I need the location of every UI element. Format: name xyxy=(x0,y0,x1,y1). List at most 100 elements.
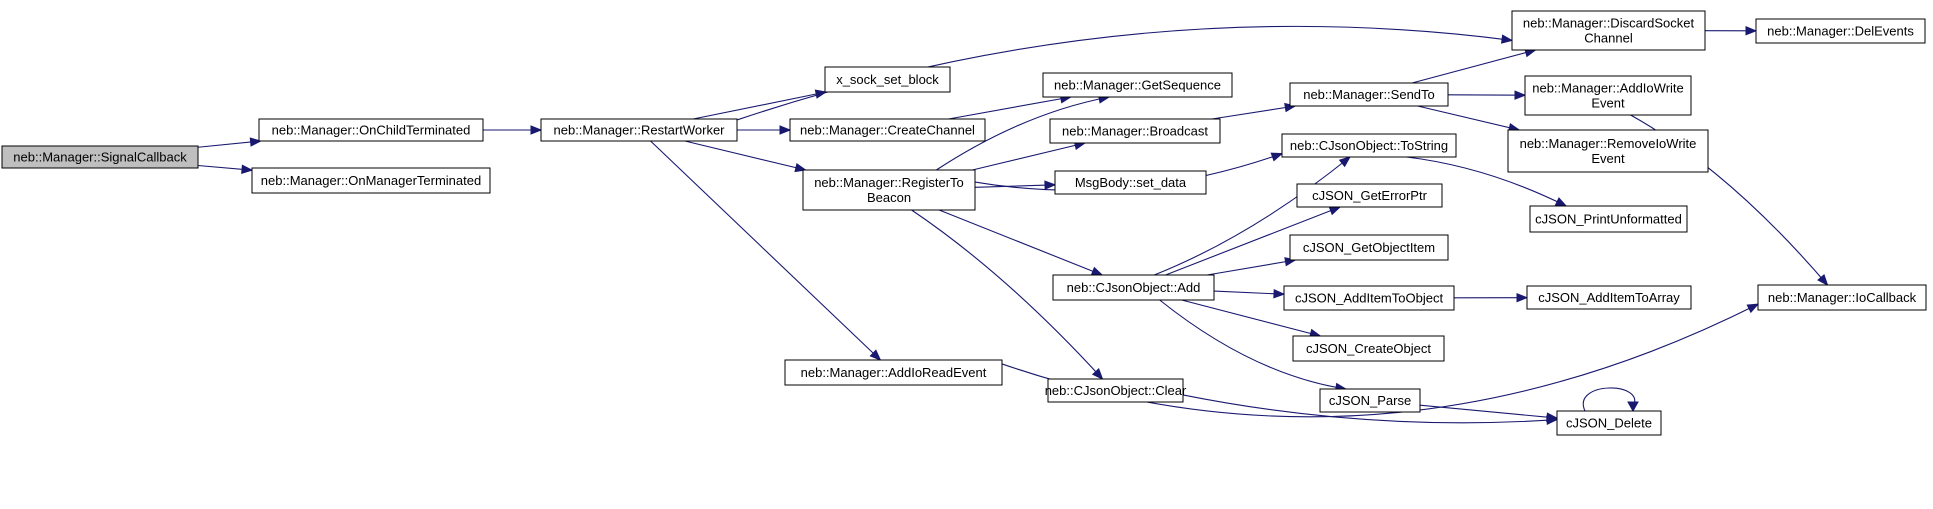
node-label: cJSON_PrintUnformatted xyxy=(1535,212,1682,227)
node-label: neb::Manager::AddIoReadEvent xyxy=(801,365,987,380)
edge-restart-to-register xyxy=(684,140,806,171)
edge-arrowhead xyxy=(1817,273,1829,287)
node-box[interactable] xyxy=(1319,388,1421,413)
node-label: neb::Manager::Broadcast xyxy=(1062,124,1208,139)
edge-arrowhead xyxy=(530,125,543,135)
edge-broadcast-to-sendto xyxy=(1211,105,1296,120)
node-box[interactable] xyxy=(1524,75,1692,116)
edge-parse-to-delete xyxy=(1419,404,1558,419)
node-jadd[interactable]: neb::CJsonObject::Add xyxy=(1052,274,1215,301)
node-onmanager[interactable]: neb::Manager::OnManagerTerminated xyxy=(251,167,491,194)
edge-arrowhead xyxy=(1338,156,1351,168)
edge-jadd-to-geterr xyxy=(1165,206,1341,276)
edge-arrowhead xyxy=(1627,401,1639,413)
node-label: cJSON_AddItemToObject xyxy=(1295,291,1444,306)
node-box[interactable] xyxy=(251,167,491,194)
node-label: neb::Manager::SignalCallback xyxy=(13,150,187,165)
node-box[interactable] xyxy=(1507,129,1709,173)
edge-jadd-to-additemobj xyxy=(1213,290,1285,295)
node-sendto[interactable]: neb::Manager::SendTo xyxy=(1289,82,1449,107)
node-label: cJSON_Parse xyxy=(1329,393,1411,408)
node-label: neb::Manager::SendTo xyxy=(1303,87,1435,102)
edge-jadd-to-tostring xyxy=(1154,156,1351,276)
edge-tostring-to-printunf xyxy=(1406,156,1567,207)
node-label: Channel xyxy=(1584,31,1633,46)
node-box[interactable] xyxy=(824,66,951,93)
edge-sendto-to-removeiowrite xyxy=(1417,105,1520,131)
node-label: x_sock_set_block xyxy=(836,72,939,87)
node-box[interactable] xyxy=(258,118,484,142)
node-delevents[interactable]: neb::Manager::DelEvents xyxy=(1755,18,1926,44)
node-label: neb::Manager::RestartWorker xyxy=(554,123,726,138)
node-label: neb::Manager::RegisterTo xyxy=(814,175,964,190)
node-box[interactable] xyxy=(1556,410,1662,436)
node-box[interactable] xyxy=(1054,170,1207,195)
node-box[interactable] xyxy=(1526,285,1692,310)
edge-arrowhead xyxy=(241,164,254,174)
node-label: cJSON_GetObjectItem xyxy=(1303,240,1435,255)
node-printunf[interactable]: cJSON_PrintUnformatted xyxy=(1529,205,1688,233)
node-box[interactable] xyxy=(1755,18,1926,44)
node-label: neb::Manager::GetSequence xyxy=(1054,78,1221,93)
node-addioread[interactable]: neb::Manager::AddIoReadEvent xyxy=(784,359,1003,386)
edge-arrowhead xyxy=(1514,90,1527,100)
node-box[interactable] xyxy=(784,359,1003,386)
node-box[interactable] xyxy=(1292,335,1445,362)
node-createobj[interactable]: cJSON_CreateObject xyxy=(1292,335,1445,362)
node-delete[interactable]: cJSON_Delete xyxy=(1556,410,1662,436)
node-additemarr[interactable]: cJSON_AddItemToArray xyxy=(1526,285,1692,310)
node-box[interactable] xyxy=(1052,274,1215,301)
edge-arrowhead xyxy=(1044,180,1057,190)
node-box[interactable] xyxy=(1281,133,1457,158)
node-label: neb::Manager::CreateChannel xyxy=(800,123,975,138)
node-box[interactable] xyxy=(1047,378,1184,403)
node-box[interactable] xyxy=(1289,82,1449,107)
node-iocallback[interactable]: neb::Manager::IoCallback xyxy=(1757,284,1927,311)
node-box[interactable] xyxy=(1049,118,1221,144)
node-label: MsgBody::set_data xyxy=(1075,175,1187,190)
node-label: neb::CJsonObject::Add xyxy=(1067,280,1201,295)
node-label: neb::Manager::DiscardSocket xyxy=(1523,16,1695,31)
node-box[interactable] xyxy=(540,118,738,142)
node-label: Event xyxy=(1591,96,1625,111)
node-restart[interactable]: neb::Manager::RestartWorker xyxy=(540,118,738,142)
edge-register-to-broadcast xyxy=(972,142,1086,171)
node-box[interactable] xyxy=(1529,205,1688,233)
node-getobj[interactable]: cJSON_GetObjectItem xyxy=(1289,234,1449,261)
edge-arrowhead xyxy=(1746,303,1760,314)
node-box[interactable] xyxy=(1,145,199,169)
node-onchild[interactable]: neb::Manager::OnChildTerminated xyxy=(258,118,484,142)
edge-jadd-to-parse xyxy=(1159,299,1347,390)
node-box[interactable] xyxy=(1296,183,1443,208)
node-createchannel[interactable]: neb::Manager::CreateChannel xyxy=(789,118,986,142)
node-xsock[interactable]: x_sock_set_block xyxy=(824,66,951,93)
edge-restart-to-addioread xyxy=(650,140,881,361)
node-parse[interactable]: cJSON_Parse xyxy=(1319,388,1421,413)
node-label: Beacon xyxy=(867,190,911,205)
node-box[interactable] xyxy=(1511,10,1706,51)
node-setdata[interactable]: MsgBody::set_data xyxy=(1054,170,1207,195)
node-additemobj[interactable]: cJSON_AddItemToObject xyxy=(1283,285,1455,311)
node-label: cJSON_CreateObject xyxy=(1306,341,1431,356)
node-box[interactable] xyxy=(1757,284,1927,311)
node-box[interactable] xyxy=(1283,285,1455,311)
edge-arrowhead xyxy=(869,349,882,361)
node-geterr[interactable]: cJSON_GetErrorPtr xyxy=(1296,183,1443,208)
node-box[interactable] xyxy=(1289,234,1449,261)
node-box[interactable] xyxy=(789,118,986,142)
edge-jadd-to-createobj xyxy=(1181,299,1321,337)
node-jclear[interactable]: neb::CJsonObject::Clear xyxy=(1045,378,1187,403)
node-signal[interactable]: neb::Manager::SignalCallback xyxy=(1,145,199,169)
node-broadcast[interactable]: neb::Manager::Broadcast xyxy=(1049,118,1221,144)
node-box[interactable] xyxy=(1042,72,1233,98)
node-tostring[interactable]: neb::CJsonObject::ToString xyxy=(1281,133,1457,158)
edge-arrowhead xyxy=(1516,292,1529,303)
node-box[interactable] xyxy=(802,169,976,211)
node-label: neb::Manager::IoCallback xyxy=(1768,290,1917,305)
node-getseq[interactable]: neb::Manager::GetSequence xyxy=(1042,72,1233,98)
